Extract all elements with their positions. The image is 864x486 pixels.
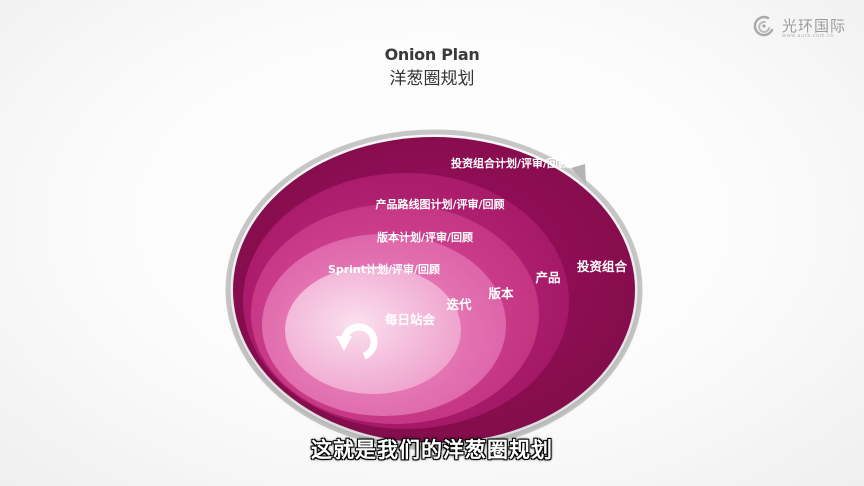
video-caption: 这就是我们的洋葱圈规划 — [311, 438, 553, 462]
iteration-layer-name: 迭代 — [446, 297, 472, 312]
cycle-arrow-icon — [571, 164, 586, 184]
page-title-english: Onion Plan — [384, 45, 480, 64]
brand-logo: 光环国际 www.aura.com.cn — [752, 12, 852, 40]
product-layer-name: 产品 — [535, 270, 560, 285]
page-title-chinese: 洋葱圈规划 — [389, 69, 475, 89]
portfolio-activity-label: 投资组合计划/评审/回顾 — [451, 156, 569, 170]
aura-logo-icon — [753, 15, 774, 37]
iteration-activity-label: Sprint计划/评审/回顾 — [328, 262, 440, 276]
portfolio-layer-name: 投资组合 — [577, 259, 628, 274]
refresh-cycle-icon — [336, 323, 378, 360]
brand-name: 光环国际 — [782, 17, 847, 35]
outer-cycle-ring — [225, 129, 643, 451]
product-activity-label: 产品路线图计划/评审/回顾 — [375, 197, 504, 211]
daily-standup-layer-name: 每日站会 — [385, 312, 436, 327]
brand-tagline: www.aura.com.cn — [782, 33, 835, 39]
release-activity-label: 版本计划/评审/回顾 — [377, 230, 473, 244]
release-layer-name: 版本 — [488, 286, 514, 301]
